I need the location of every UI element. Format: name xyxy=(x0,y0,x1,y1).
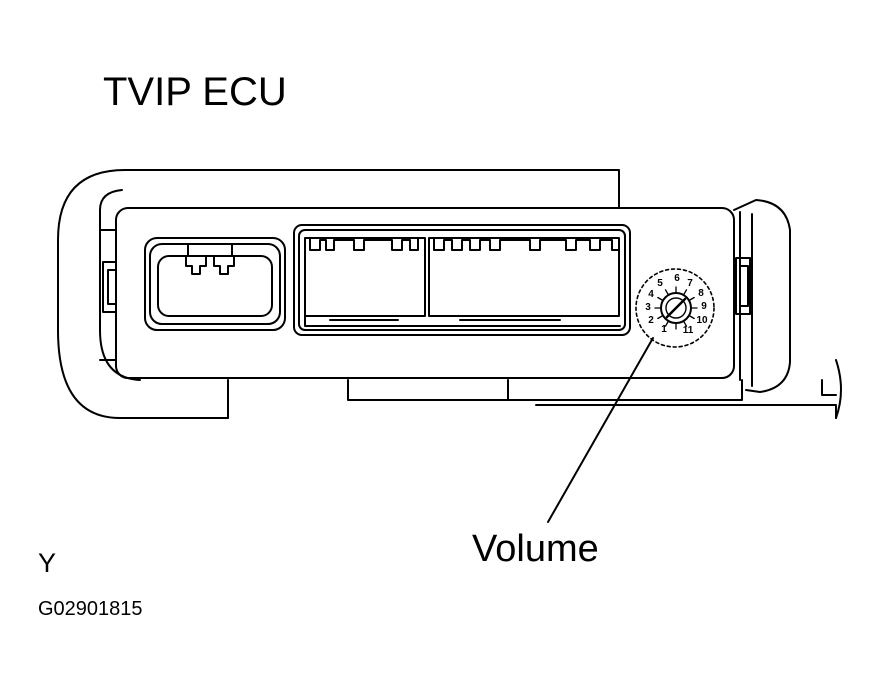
ecu-housing xyxy=(99,207,735,379)
dial-number: 6 xyxy=(674,273,680,284)
dial-number: 8 xyxy=(698,288,704,299)
dial-number: 7 xyxy=(687,278,693,289)
dial-number: 2 xyxy=(648,315,654,326)
volume-callout-label: Volume xyxy=(472,528,599,570)
dial-tooth xyxy=(682,289,688,296)
dial-teeth xyxy=(654,286,698,330)
dial-tooth xyxy=(657,296,664,302)
diagram-title: TVIP ECU xyxy=(103,70,287,114)
dial-number: 1 xyxy=(661,324,667,335)
lower-rail xyxy=(227,359,842,419)
dial-tooth xyxy=(688,296,695,302)
dial-tooth xyxy=(664,320,670,327)
volume-leader-line xyxy=(547,337,654,523)
dial-number: 3 xyxy=(645,302,651,313)
connector-large xyxy=(293,224,631,336)
dial-tooth xyxy=(682,320,688,327)
dial-tooth xyxy=(688,314,695,320)
figure-code: G02901815 xyxy=(38,598,143,620)
dial-tooth xyxy=(664,289,670,296)
dial-number: 4 xyxy=(648,289,654,300)
dial-number: 5 xyxy=(657,278,663,289)
connector-small xyxy=(144,237,286,331)
dial-number: 11 xyxy=(683,325,694,336)
corner-mark: Y xyxy=(38,548,57,578)
dial-number: 9 xyxy=(701,301,707,312)
dial-tooth xyxy=(657,314,664,320)
side-clip xyxy=(733,199,791,393)
dial-number: 10 xyxy=(696,315,708,326)
